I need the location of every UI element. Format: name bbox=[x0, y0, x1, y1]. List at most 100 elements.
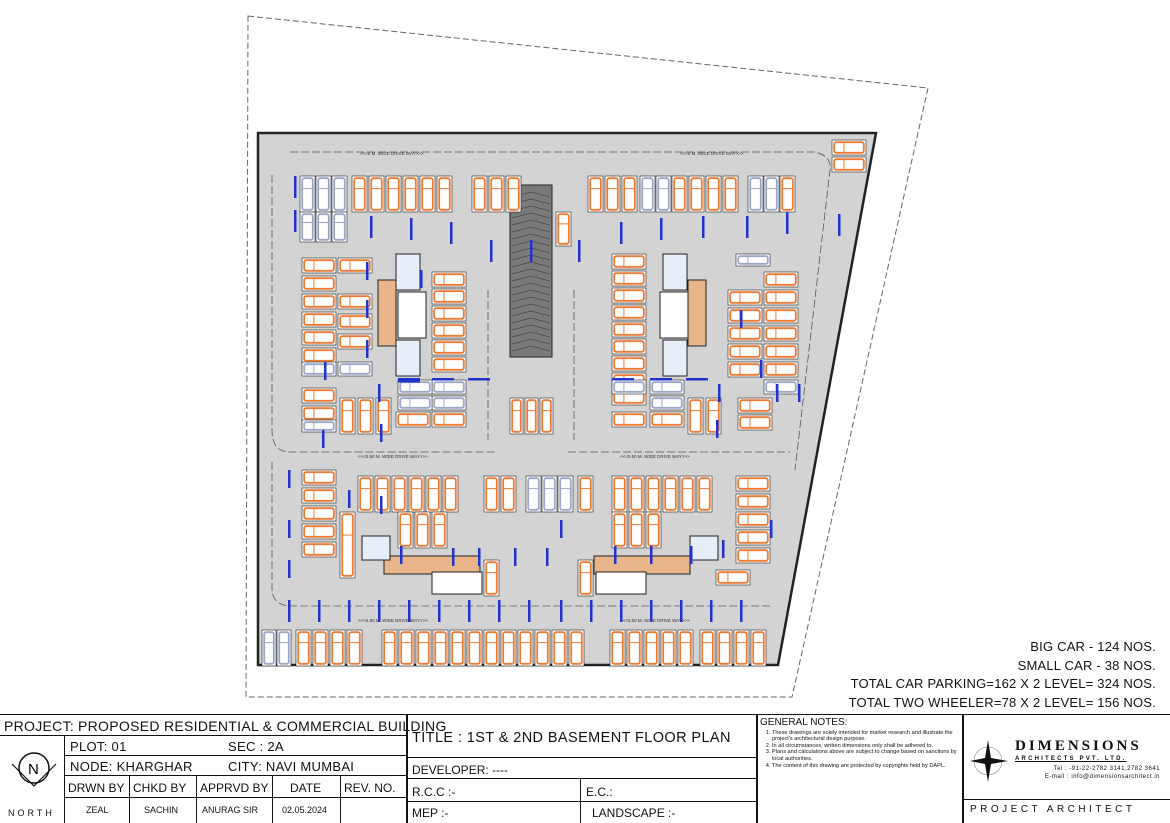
big-car-stall bbox=[381, 629, 398, 667]
big-car-stall bbox=[357, 397, 374, 435]
big-car-stall bbox=[295, 629, 312, 667]
big-car-stall bbox=[555, 211, 572, 247]
big-car-stall bbox=[398, 629, 415, 667]
total-two-wheeler-count: TOTAL TWO WHEELER=78 X 2 LEVEL= 156 NOS. bbox=[848, 694, 1156, 710]
two-wheeler-bay bbox=[514, 548, 517, 566]
two-wheeler-bay bbox=[546, 548, 549, 566]
two-wheeler-bay bbox=[660, 218, 663, 240]
two-wheeler-bay bbox=[578, 240, 581, 262]
approved-by-value: ANURAG SIR bbox=[202, 805, 259, 815]
drawn-by-value: ZEAL bbox=[86, 805, 109, 815]
ec-consultant: E.C.: bbox=[586, 785, 613, 799]
big-car-stall bbox=[431, 356, 467, 373]
big-car-stall bbox=[449, 629, 466, 667]
drive-label-bottom-right: <<<5.50 M. WIDE DRIVE WAY>>> bbox=[620, 618, 690, 623]
two-wheeler-bay bbox=[620, 600, 623, 622]
big-car-stall bbox=[735, 475, 771, 492]
two-wheeler-bay bbox=[770, 520, 773, 538]
big-car-stall bbox=[779, 175, 796, 213]
big-car-stall bbox=[414, 511, 431, 549]
two-wheeler-bay bbox=[740, 310, 743, 328]
two-wheeler-bay bbox=[288, 560, 291, 578]
big-car-stall bbox=[500, 629, 517, 667]
core-se-stair bbox=[689, 535, 719, 561]
big-car-stall bbox=[611, 411, 647, 428]
big-car-stall bbox=[645, 511, 662, 549]
big-car-stall bbox=[611, 475, 628, 513]
small-car-stall bbox=[397, 395, 433, 411]
small-car-stall bbox=[557, 475, 574, 513]
node: NODE: KHARGHAR bbox=[70, 759, 193, 774]
big-car-stall bbox=[301, 329, 337, 346]
big-car-stall bbox=[397, 511, 414, 549]
big-car-stall bbox=[551, 629, 568, 667]
small-car-stall bbox=[747, 175, 764, 213]
big-car-stall bbox=[628, 511, 645, 549]
two-wheeler-bay bbox=[490, 240, 493, 262]
big-car-stall bbox=[671, 175, 688, 213]
small-car-stall bbox=[315, 211, 332, 243]
small-car-stall bbox=[299, 175, 316, 213]
big-car-stall bbox=[727, 325, 763, 342]
small-car-stall bbox=[649, 379, 685, 395]
big-car-stall bbox=[483, 475, 500, 513]
big-car-stall bbox=[611, 304, 647, 321]
big-car-stall bbox=[737, 397, 773, 414]
firm-email: E-mail : info@dimensionsarchitect.in bbox=[1044, 774, 1160, 780]
core-nw bbox=[377, 279, 397, 347]
two-wheeler-bay bbox=[450, 222, 453, 244]
big-car-stall bbox=[727, 361, 763, 378]
two-wheeler-bay bbox=[838, 214, 841, 236]
total-car-count: TOTAL CAR PARKING=162 X 2 LEVEL= 324 NOS… bbox=[850, 676, 1156, 691]
north-arrow-icon: N bbox=[11, 752, 57, 787]
core-nw-stair2 bbox=[395, 339, 421, 377]
two-wheeler-bay bbox=[400, 546, 403, 564]
checked-by-value: SACHIN bbox=[144, 805, 179, 815]
big-car-stall bbox=[524, 397, 539, 435]
big-car-stall bbox=[432, 629, 449, 667]
big-car-stall bbox=[301, 275, 337, 292]
cores bbox=[361, 253, 719, 595]
two-wheeler-bay bbox=[288, 600, 291, 622]
two-wheeler-bay bbox=[702, 216, 705, 238]
small-car-stall bbox=[611, 379, 647, 395]
small-car-stall bbox=[331, 175, 348, 213]
core-nw-stair bbox=[395, 253, 421, 291]
firm-logo-icon bbox=[970, 740, 1008, 782]
two-wheeler-bay bbox=[370, 216, 373, 238]
big-car-stall bbox=[312, 629, 329, 667]
mep-consultant: MEP :- bbox=[412, 806, 449, 820]
firm-subtitle: ARCHITECTS PVT. LTD. bbox=[1015, 756, 1127, 762]
big-car-stall bbox=[696, 475, 713, 513]
big-car-stall bbox=[301, 257, 337, 274]
big-car-stall bbox=[611, 355, 647, 372]
header-revision: REV. NO. bbox=[344, 781, 396, 795]
small-car-stall bbox=[431, 379, 467, 395]
big-car-stall bbox=[402, 175, 419, 213]
big-car-stall bbox=[431, 305, 467, 322]
big-car-stall bbox=[604, 175, 621, 213]
big-car-stall bbox=[763, 307, 799, 324]
two-wheeler-bay bbox=[420, 270, 423, 288]
basement-floor-plan: <<<6 M. WIDE DRIVE WAY>>> <<<6 M. WIDE D… bbox=[245, 15, 929, 698]
big-car-stall bbox=[368, 175, 385, 213]
two-wheeler-bay bbox=[590, 600, 593, 622]
big-car-stall bbox=[337, 293, 373, 310]
big-car-stall bbox=[643, 629, 660, 667]
two-wheeler-bay bbox=[398, 378, 420, 381]
two-wheeler-bay bbox=[530, 240, 533, 262]
firm-tel: Tel : -91-22-2782 3141,2782 3641 bbox=[1053, 766, 1160, 772]
small-car-stall bbox=[261, 629, 277, 667]
general-notes: GENERAL NOTES: These drawings are solely… bbox=[760, 718, 958, 769]
header-date: DATE bbox=[290, 781, 322, 795]
note-item: In all circumstances, written dimensions… bbox=[772, 743, 958, 750]
big-car-stall bbox=[337, 333, 373, 350]
big-car-stall bbox=[763, 289, 799, 306]
two-wheeler-bay bbox=[478, 548, 481, 566]
core-ne-lift bbox=[659, 291, 689, 339]
two-wheeler-bay bbox=[650, 600, 653, 622]
big-car-stall bbox=[539, 397, 554, 435]
big-car-stall bbox=[517, 629, 534, 667]
big-car-stall bbox=[679, 475, 696, 513]
two-wheeler-bay bbox=[378, 600, 381, 622]
